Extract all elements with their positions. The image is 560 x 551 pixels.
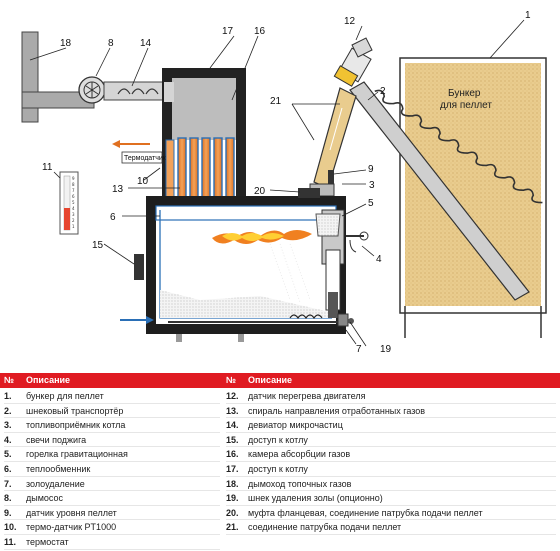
legend-row: 8.дымосос — [4, 491, 220, 506]
pellet-level-sensor — [328, 170, 334, 184]
callout-13: 13 — [112, 184, 124, 195]
callout-3: 3 — [369, 180, 375, 191]
flange-coupling — [298, 188, 320, 198]
callout-11: 11 — [42, 162, 53, 173]
callout-4: 4 — [376, 254, 382, 265]
callout-7: 7 — [356, 344, 362, 355]
callout-17: 17 — [222, 26, 234, 37]
legend-header-desc-left: Описание — [26, 375, 70, 385]
legend-column-left: 1.бункер для пеллет 2.шнековый транспорт… — [4, 389, 220, 550]
legend-row: 5.горелка гравитационная — [4, 447, 220, 462]
legend-header-left: № Описание — [0, 373, 224, 388]
legend-header-right: № Описание — [224, 373, 560, 388]
callout-19: 19 — [380, 344, 392, 355]
legend-row: 3.топливоприёмник котла — [4, 418, 220, 433]
thermo-sensor-tag-text: Термодатчик — [124, 155, 167, 162]
legend-row: 21.соединение патрубка подачи пеллет — [226, 520, 556, 535]
callout-10: 10 — [137, 176, 149, 187]
callout-21: 21 — [270, 96, 282, 107]
legend-row: 6.теплообменник — [4, 462, 220, 477]
legend-header-desc-right: Описание — [248, 375, 292, 385]
ignition-candle — [346, 232, 368, 252]
legend-row: 12.датчик перегрева двигателя — [226, 389, 556, 404]
legend-row: 1.бункер для пеллет — [4, 389, 220, 404]
legend-row: 16.камера абсорбции газов — [226, 447, 556, 462]
callout-1: 1 — [525, 10, 531, 21]
callout-18: 18 — [60, 38, 72, 49]
legend-row: 2.шнековый транспортёр — [4, 404, 220, 419]
callout-14: 14 — [140, 38, 152, 49]
callout-6: 6 — [110, 212, 116, 223]
legend-header-num-left: № — [4, 375, 14, 385]
thermo-sensor-tag: Термодатчик — [122, 152, 167, 163]
bunker-label-line2: для пеллет — [440, 100, 492, 111]
legend-row: 20.муфта фланцевая, соединение патрубка … — [226, 506, 556, 521]
callout-5: 5 — [368, 198, 374, 209]
thermostat-gauge: 9 8 7 6 5 4 3 2 1 — [60, 172, 78, 234]
legend-row: 7.золоудаление — [4, 477, 220, 492]
pellet-bunker: Бункер для пеллет — [400, 58, 546, 338]
legend-table: № Описание № Описание 1.бункер для пелле… — [0, 373, 560, 551]
legend-row: 9.датчик уровня пеллет — [4, 506, 220, 521]
legend-row: 14.девиатор микрочастиц — [226, 418, 556, 433]
legend-row: 10.термо-датчик PT1000 — [4, 520, 220, 535]
legend-column-right: 12.датчик перегрева двигателя 13.спираль… — [226, 389, 556, 535]
boiler-diagram: Бункер для пеллет — [0, 0, 560, 365]
legend-row: 15.доступ к котлу — [226, 433, 556, 448]
legend-row: 18.дымоход топочных газов — [226, 477, 556, 492]
legend-header-num-right: № — [226, 375, 236, 385]
callout-16: 16 — [254, 26, 266, 37]
legend-row: 13.спираль направления отработанных газо… — [226, 404, 556, 419]
legend-row: 19.шнек удаления золы (опционно) — [226, 491, 556, 506]
legend-row: 17.доступ к котлу — [226, 462, 556, 477]
callout-20: 20 — [254, 186, 266, 197]
legend-row: 11.термостат — [4, 535, 220, 550]
bunker-label-line1: Бункер — [448, 88, 481, 99]
flue-chimney — [22, 32, 94, 122]
boiler-access-door — [134, 254, 144, 280]
callout-2: 2 — [380, 86, 386, 97]
legend-row: 4.свечи поджига — [4, 433, 220, 448]
boiler-body — [146, 68, 346, 334]
motor-overheat-sensor — [334, 38, 372, 86]
callout-12: 12 — [344, 16, 356, 27]
callout-9: 9 — [368, 164, 374, 175]
callout-15: 15 — [92, 240, 104, 251]
callout-8: 8 — [108, 38, 114, 49]
